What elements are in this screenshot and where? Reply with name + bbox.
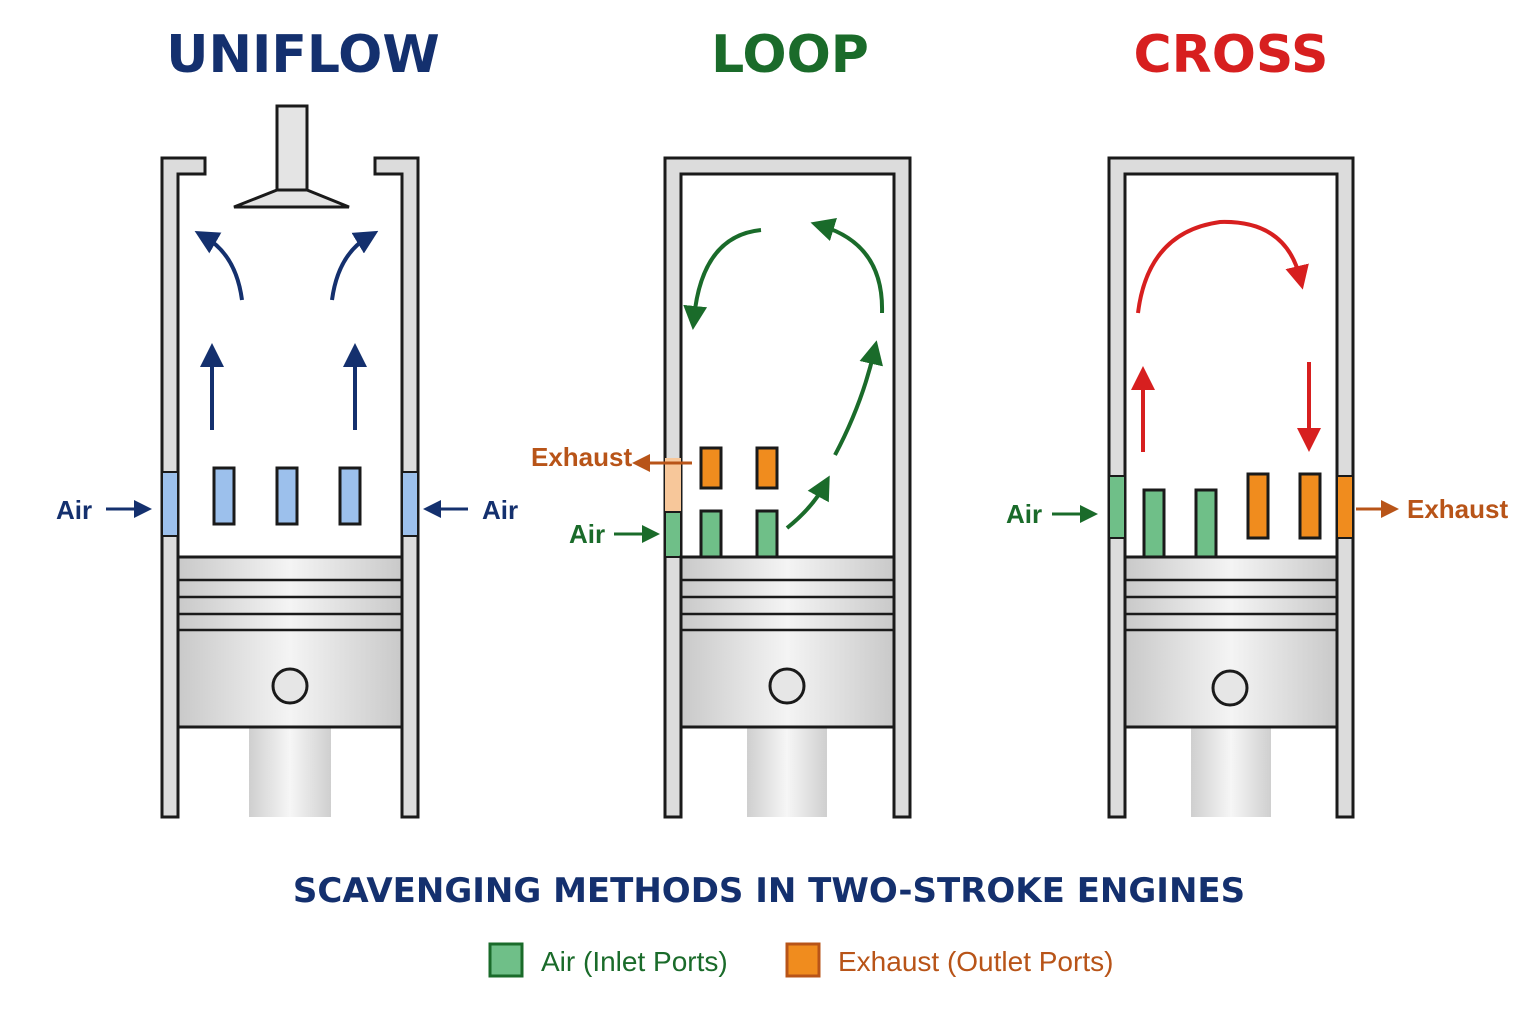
exhaust-label: Exhaust (1407, 494, 1508, 524)
legend-exhaust-swatch (785, 942, 821, 978)
air-label: Air (569, 519, 605, 549)
inlet-port (338, 466, 362, 526)
inlet-port (755, 509, 779, 560)
legend: Air (Inlet Ports) Exhaust (Outlet Ports) (488, 942, 1113, 978)
exhaust-port (1246, 472, 1270, 540)
uniflow-title: UNIFLOW (166, 25, 439, 85)
flow-arrow (1136, 219, 1309, 314)
piston (679, 555, 896, 817)
cylinder-wall (1107, 156, 1355, 819)
flow-arrow (194, 230, 244, 301)
piston (1123, 555, 1339, 817)
cylinder-wall-left (160, 156, 207, 819)
inlet-port (1142, 488, 1166, 560)
flow-arrow (683, 228, 762, 330)
air-label-left: Air (56, 495, 92, 525)
inlet-port (161, 471, 179, 537)
inlet-port (699, 509, 723, 560)
exhaust-port (755, 446, 779, 490)
flow-arrow (833, 340, 883, 456)
air-label: Air (1006, 499, 1042, 529)
loop-title: LOOP (711, 25, 869, 85)
inlet-port (664, 511, 682, 558)
cylinder-wall (663, 156, 912, 819)
inlet-port (401, 471, 419, 537)
exhaust-valve (233, 104, 350, 209)
legend-exhaust-label: Exhaust (Outlet Ports) (838, 946, 1113, 977)
uniflow-panel: UNIFLOW Air (56, 25, 518, 819)
cross-title: CROSS (1134, 25, 1329, 85)
cross-panel: CROSS Air Exhaust (1006, 25, 1508, 819)
inlet-port (1108, 475, 1126, 539)
air-label-right: Air (482, 495, 518, 525)
legend-air-swatch (488, 942, 524, 978)
caption: SCAVENGING METHODS IN TWO-STROKE ENGINES (293, 871, 1245, 911)
exhaust-port (699, 446, 723, 490)
inlet-port (1194, 488, 1218, 560)
exhaust-port (1298, 472, 1322, 540)
exhaust-port (1336, 475, 1354, 539)
flow-arrow (810, 218, 885, 314)
exhaust-port (665, 458, 681, 512)
inlet-port (212, 466, 236, 526)
legend-air-label: Air (Inlet Ports) (541, 946, 728, 977)
exhaust-label: Exhaust (531, 442, 632, 472)
piston (176, 555, 404, 817)
inlet-port (275, 466, 299, 526)
flow-arrow (330, 230, 379, 301)
cylinder-wall-right (373, 156, 420, 819)
flow-arrow (785, 475, 830, 530)
loop-panel: LOOP Exhaust Air (531, 25, 912, 819)
